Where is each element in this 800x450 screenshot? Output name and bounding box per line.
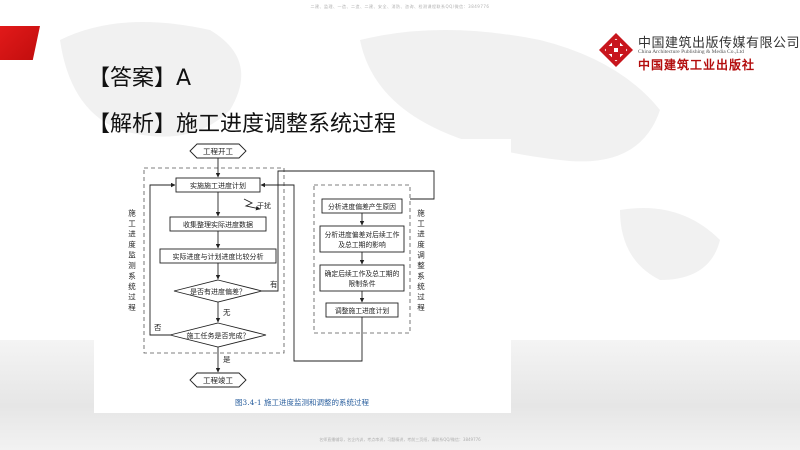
start-node xyxy=(189,143,247,159)
flowchart-figure: 工程开工 实施施工进度计划 收集整理实际进度数据 实际进度与计划进度比较分析 是… xyxy=(94,139,511,413)
adjustment-group-frame xyxy=(313,184,411,334)
step-analyze-impact-label-2: 及总工期的影响 xyxy=(338,240,386,249)
end-node xyxy=(189,372,247,388)
main-flow-arrows xyxy=(149,158,435,373)
publisher-emblem-icon xyxy=(599,33,633,67)
step-adjust-plan-label: 调整施工进度计划 xyxy=(335,306,390,315)
flowchart: 工程开工 实施施工进度计划 收集整理实际进度数据 实际进度与计划进度比较分析 是… xyxy=(127,143,435,407)
step-analyze-impact-box xyxy=(319,225,405,253)
monitoring-side-label: 施工进度监测系统过程 xyxy=(127,208,136,314)
decision-deviation-label: 是否有进度偏差？ xyxy=(190,287,246,296)
label-not: 否 xyxy=(154,323,162,332)
start-label: 工程开工 xyxy=(203,147,233,156)
end-label: 工程竣工 xyxy=(203,375,233,385)
footer-contact-note: 名师直播辅导，名企内训，考点串讲，习题精讲，考前三页纸，请联系QQ/微信：384… xyxy=(319,437,481,442)
step-constraints-label-1: 确定后续工作及总工期的 xyxy=(325,269,400,278)
step-analyze-cause-label: 分析进度偏差产生原因 xyxy=(328,202,396,211)
red-corner-tab xyxy=(0,26,40,60)
step-constraints-label-2: 限制条件 xyxy=(348,279,375,288)
label-yes: 有 xyxy=(270,279,278,289)
label-no: 无 xyxy=(223,308,231,317)
step-compare-label: 实际进度与计划进度比较分析 xyxy=(173,252,264,261)
adjustment-side-label: 施工进度调整系统过程 xyxy=(416,208,425,314)
label-is: 是 xyxy=(223,355,231,364)
publisher-name-en: China Architecture Publishing & Media Co… xyxy=(638,49,744,55)
publisher-logo: 中国建筑出版传媒有限公司 China Architecture Publishi… xyxy=(598,32,800,72)
header-contact-note: 二建、监理、一造、二造、二建、安全、消防、咨询、检测课程联系QQ/微信：3849… xyxy=(310,4,490,9)
analysis-line: 【解析】施工进度调整系统过程 xyxy=(88,112,397,137)
step-constraints-box xyxy=(319,264,405,292)
step-analyze-impact-label-1: 分析进度偏差对后续工作 xyxy=(325,230,400,239)
publisher-name-cn: 中国建筑出版传媒有限公司 xyxy=(638,36,800,51)
decision-complete-label: 施工任务是否完成？ xyxy=(187,331,250,340)
step-implement-label: 实施施工进度计划 xyxy=(190,181,246,190)
publisher-brand-cn: 中国建筑工业出版社 xyxy=(638,58,756,72)
step-adjust-plan-box xyxy=(325,302,399,318)
step-collect-label: 收集整理实际进度数据 xyxy=(183,220,253,229)
interference-label: 干扰 xyxy=(257,201,271,210)
answer-line: 【答案】A xyxy=(88,66,192,91)
monitoring-group-frame xyxy=(143,167,285,354)
figure-caption: 图3.4-1 施工进度监测和调整的系统过程 xyxy=(235,397,370,407)
interference-arrow xyxy=(243,198,261,211)
